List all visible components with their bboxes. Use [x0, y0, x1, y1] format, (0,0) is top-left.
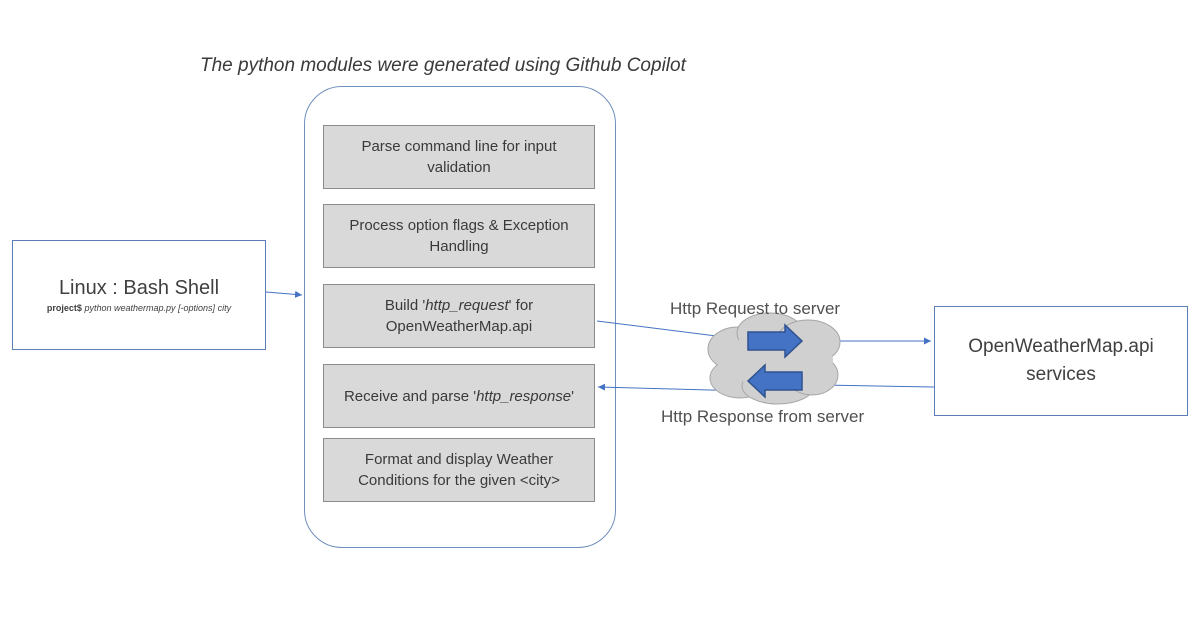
step-receive-http-response-text: Receive and parse 'http_response': [344, 386, 574, 407]
step-build-pre: Build ': [384, 297, 426, 314]
diagram-caption: The python modules were generated using …: [200, 55, 686, 76]
step-build-http-request-text: Build 'http_request' for OpenWeatherMap.…: [334, 295, 584, 337]
connector-service-to-cloud: [822, 381, 935, 389]
http-response-label: Http Response from server: [661, 407, 865, 426]
request-arrow-icon: [747, 323, 804, 359]
shell-argument: city: [217, 303, 232, 313]
linux-command-line: project$ python weathermap.py [-options]…: [47, 303, 231, 313]
step-format-display-weather: Format and display Weather Conditions fo…: [323, 438, 595, 502]
connector-shell-to-modules: [265, 290, 303, 298]
shell-command: python weathermap.py: [84, 303, 176, 313]
step-process-option-flags-text: Process option flags & Exception Handlin…: [349, 217, 569, 255]
step-parse-command-line: Parse command line for input validation: [323, 125, 595, 189]
step-format-display-weather-text: Format and display Weather Conditions fo…: [358, 451, 560, 489]
step-build-em: http_request: [425, 297, 509, 314]
openweathermap-services-line2: services: [1026, 364, 1096, 385]
shell-prompt: project$: [46, 303, 82, 313]
step-build-http-request: Build 'http_request' for OpenWeatherMap.…: [323, 284, 595, 348]
step-process-option-flags: Process option flags & Exception Handlin…: [323, 204, 595, 268]
step-receive-em: http_response: [476, 387, 572, 405]
step-parse-command-line-text: Parse command line for input validation: [361, 138, 557, 176]
linux-bash-shell-box: Linux : Bash Shell project$ python weath…: [12, 240, 266, 350]
step-build-post: ' for OpenWeatherMap.api: [385, 297, 534, 335]
openweathermap-services-line1: OpenWeatherMap.api: [968, 336, 1154, 357]
step-receive-pre: Receive and parse ': [343, 387, 477, 405]
openweathermap-services-box: OpenWeatherMap.api services: [934, 306, 1188, 416]
step-receive-post: ': [571, 387, 575, 405]
step-receive-http-response: Receive and parse 'http_response': [323, 364, 595, 428]
http-request-label: Http Request to server: [670, 299, 841, 318]
shell-options: [-options]: [178, 303, 216, 313]
linux-bash-shell-title: Linux : Bash Shell: [58, 277, 220, 299]
response-arrow-icon: [746, 363, 803, 399]
